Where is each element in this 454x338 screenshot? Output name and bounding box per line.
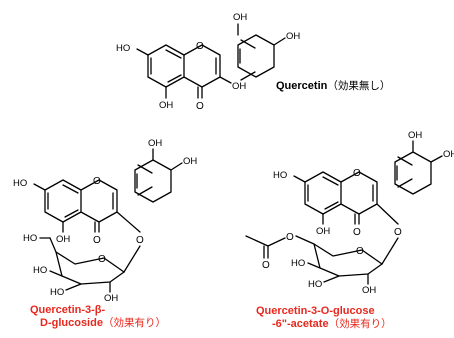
glucoside-ho-6: HO (23, 233, 37, 244)
glucoside-caption: Quercetin-3-β- D-glucoside（効果有り） (30, 304, 166, 330)
quercetin-effect-note: （効果無し） (327, 80, 391, 92)
quercetin-oh-3prime: OH (233, 12, 247, 23)
glucoside-oh-4prime: OH (183, 156, 197, 167)
glucoside-ho-4: HO (33, 265, 47, 276)
acetate-ho-3: HO (308, 279, 322, 290)
glucoside-ho-3: HO (50, 287, 64, 298)
acetate-glycosidic-o: O (394, 227, 402, 238)
acetate-oh-4prime: OH (443, 149, 454, 160)
quercetin-ho-7: HO (116, 43, 130, 54)
acetate-ho-7: HO (273, 170, 287, 181)
quercetin-carbonyl-o: O (196, 101, 204, 112)
acetate-effect-note: （効果有り） (328, 318, 392, 330)
acetate-ester-o: O (286, 232, 294, 243)
acetate-oh-2: OH (362, 285, 376, 296)
glucoside-ring-o: O (93, 176, 101, 187)
acetate-oh-5: OH (316, 226, 330, 237)
acetate-oh-3prime: OH (408, 130, 422, 141)
acetate-carbonyl-o-ester: O (262, 260, 270, 271)
quercetin-oh-3: OH (232, 81, 246, 92)
glucoside-pyranose-o: O (98, 254, 106, 265)
glucoside-oh-2: OH (104, 293, 118, 304)
glucoside-oh-3prime: OH (148, 138, 162, 149)
acetate-ho-4: HO (291, 258, 305, 269)
quercetin-caption: Quercetin（効果無し） (276, 80, 390, 93)
acetate-bonds (245, 140, 443, 285)
quercetin-bonds (136, 23, 286, 99)
acetate-ring-o: O (353, 168, 361, 179)
acetate-carbonyl-o: O (353, 227, 361, 238)
quercetin-name: Quercetin (276, 80, 328, 92)
acetate-caption: Quercetin-3-O-glucose -6"-acetate（効果有り） (256, 305, 392, 331)
acetate-name-line1: Quercetin-3-O-glucose (256, 305, 375, 317)
glucoside-name-line2: D-glucoside (40, 317, 103, 329)
quercetin-oh-5: OH (159, 100, 173, 111)
glucoside-oh-5: OH (56, 234, 70, 245)
acetate-name-line2: -6"-acetate (272, 318, 329, 330)
glucoside-carbonyl-o: O (93, 235, 101, 246)
quercetin-ring-o: O (196, 41, 204, 52)
quercetin-oh-4prime: OH (286, 31, 300, 42)
glucoside-effect-note: （効果有り） (102, 317, 166, 329)
glucoside-glycosidic-o: O (136, 235, 144, 246)
glucoside-name-line1: Quercetin-3-β- (30, 304, 106, 316)
acetate-pyranose-o: O (356, 246, 364, 257)
glucoside-bonds (33, 148, 183, 293)
glucoside-ho-7: HO (13, 178, 27, 189)
